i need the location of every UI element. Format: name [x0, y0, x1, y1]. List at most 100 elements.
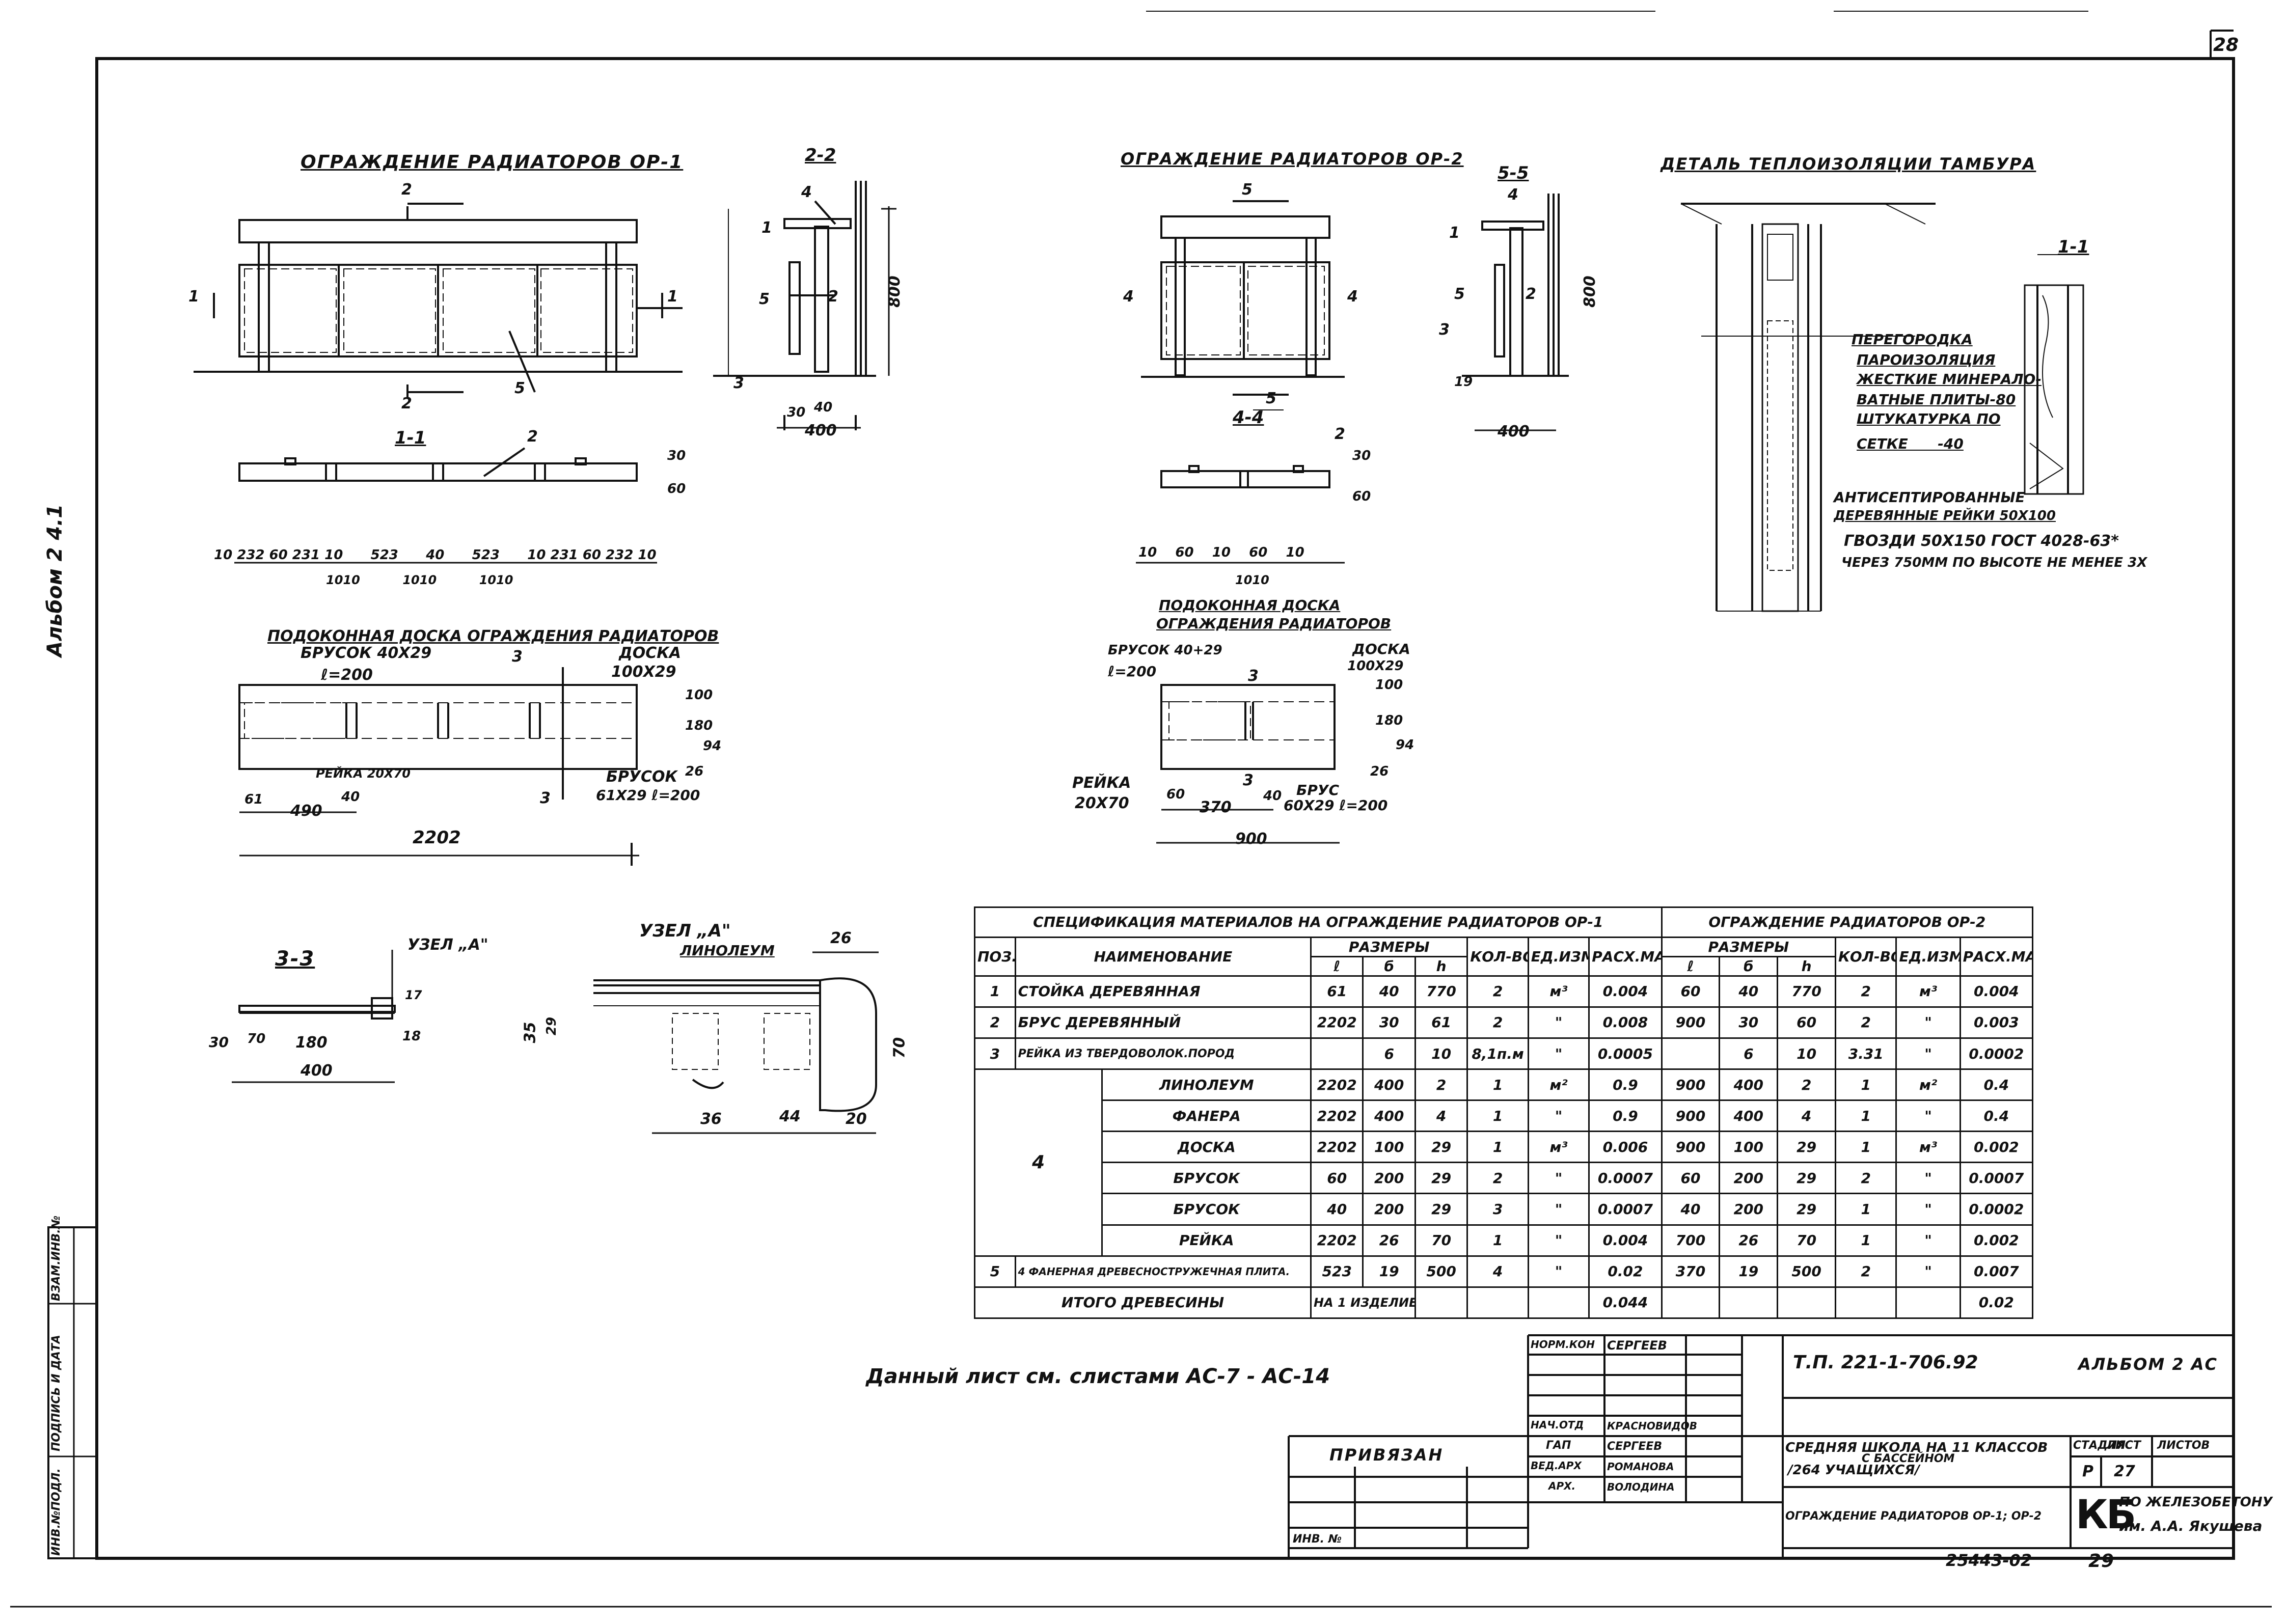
tambour-detail-title: ДЕТАЛЬ ТЕПЛОИЗОЛЯЦИИ ТАМБУРА: [1661, 154, 2036, 174]
section-2-2-label: 2-2: [805, 145, 836, 166]
node-a-title: УЗЕЛ „А": [639, 921, 731, 941]
mark-5-op2-top: 5: [1242, 181, 1253, 199]
g3-b-qty: 1: [1834, 1131, 1897, 1164]
row1-a-unit: м³: [1527, 975, 1590, 1008]
h-sizes-op2: РАЗМЕРЫ: [1661, 936, 1837, 957]
g4-b-qty: 2: [1834, 1162, 1897, 1195]
g3-a-unit: м³: [1527, 1131, 1590, 1164]
g3-a-cons: 0.006: [1588, 1131, 1663, 1164]
row5-b-h: 500: [1777, 1255, 1836, 1288]
nails-line-1: ГВОЗДИ 50Х150 ГОСТ 4028-63*: [1844, 532, 2119, 550]
row2-a-l: 2202: [1310, 1006, 1364, 1039]
dim-26-op1: 26: [685, 764, 704, 779]
section-1-1-label: 1-1: [395, 428, 426, 448]
dim-row-op1: 10 232 60 231 10 523 40 523 10 231 60 23…: [214, 547, 657, 563]
dim-19-op2: 19: [1454, 374, 1473, 390]
dim-40-op1: 40: [814, 400, 833, 415]
g4-a-unit: ": [1527, 1162, 1590, 1195]
dim-800-op1: 800: [885, 276, 904, 308]
dim-row-op2-sub: 1010: [1235, 573, 1269, 587]
section-4-4-label: 4-4: [1233, 407, 1264, 428]
dim-400-op1: 400: [805, 422, 837, 439]
mark-4-s22: 4: [801, 183, 812, 201]
g5-b-l: 40: [1661, 1193, 1721, 1226]
mark-2-s11: 2: [527, 428, 538, 446]
g2-b-l: 900: [1661, 1099, 1721, 1133]
g5-b-unit: ": [1895, 1193, 1961, 1226]
h-b-op2: б: [1719, 955, 1779, 977]
h-sheets: ЛИСТОВ: [2157, 1439, 2210, 1452]
mark-2-bottom: 2: [401, 395, 412, 412]
mark-3-sill-top: 3: [512, 648, 523, 666]
total-b: 0.02: [1959, 1286, 2034, 1319]
sheet-value: 27: [2114, 1463, 2135, 1480]
g2-b-unit: ": [1895, 1099, 1961, 1133]
row5-b-qty: 2: [1834, 1255, 1897, 1288]
g6-b-b: 26: [1719, 1224, 1779, 1257]
g2-a-b: 400: [1362, 1099, 1416, 1133]
album-label: АЛЬБОМ 2 АС: [2078, 1355, 2218, 1374]
total-per: НА 1 ИЗДЕЛИЕ: [1310, 1286, 1416, 1319]
empty-cell: [1527, 1286, 1590, 1319]
mark-3-s55: 3: [1439, 321, 1450, 339]
bottom-page: 29: [2088, 1551, 2114, 1572]
dim-row-op2: 10 60 10 60 10: [1138, 545, 1304, 560]
dim-70-s33: 70: [247, 1031, 266, 1047]
project-line-2: С БАССЕЙНОМ: [1862, 1452, 1955, 1465]
g6-a-unit: ": [1527, 1224, 1590, 1257]
g1-b-qty: 1: [1834, 1068, 1897, 1102]
role-gap: ГАП: [1546, 1439, 1571, 1452]
row2-b-l: 900: [1661, 1006, 1721, 1039]
reika-size-op2: 20Х70: [1075, 794, 1129, 812]
dim-94-op2: 94: [1396, 737, 1414, 753]
g1-b-b: 400: [1719, 1068, 1779, 1102]
dim-800-op2: 800: [1581, 276, 1599, 308]
row5-poz: 5: [974, 1255, 1016, 1288]
mark-5-s22: 5: [759, 290, 770, 308]
mark-2-s44: 2: [1335, 425, 1345, 443]
dim-17-s33: 17: [405, 988, 422, 1002]
role-norm: НОРМ.КОН: [1531, 1338, 1595, 1351]
h-l-op1: ℓ: [1310, 955, 1364, 977]
doska-size-op2: 100Х29: [1347, 658, 1404, 674]
g5-a-l: 40: [1310, 1193, 1364, 1226]
g2-a-l: 2202: [1310, 1099, 1364, 1133]
row5-name: ФАНЕРНАЯ ДРЕВЕСНОСТРУЖЕЧНАЯ ПЛИТА.: [1028, 1265, 1290, 1278]
brusok-40x29-op2: БРУСОК 40+29: [1108, 643, 1222, 658]
row3-b-h: 10: [1777, 1037, 1836, 1070]
partition-line-3: ЖЕСТКИЕ МИНЕРАЛО-: [1857, 371, 2042, 388]
dim-row-op1-sub: 1010 1010 1010: [326, 573, 513, 587]
name-volodina: ВОЛОДИНА: [1607, 1481, 1675, 1493]
g1-a-l: 2202: [1310, 1068, 1364, 1102]
g4-b-l: 60: [1661, 1162, 1721, 1195]
g5-b-h: 29: [1777, 1193, 1836, 1226]
inv-label: ИНВ. №: [1293, 1533, 1342, 1546]
g5-name: БРУСОК: [1101, 1193, 1312, 1226]
g6-b-h: 70: [1777, 1224, 1836, 1257]
spec-title-op2: ОГРАЖДЕНИЕ РАДИАТОРОВ ОР-2: [1661, 906, 2034, 938]
empty-cell: [1719, 1286, 1779, 1319]
doc-code: Т.П. 221-1-706.92: [1793, 1352, 1978, 1373]
org-line-1: ПО ЖЕЛЕЗОБЕТОНУ: [2119, 1495, 2273, 1510]
mark-2-top: 2: [401, 181, 412, 199]
mark-5-s55: 5: [1454, 285, 1465, 303]
empty-cell: [1834, 1286, 1897, 1319]
dim-100-op2: 100: [1375, 677, 1403, 693]
dim-490: 490: [290, 802, 322, 820]
brusok-61-op1: 61Х29 ℓ=200: [596, 787, 700, 804]
g6-b-cons: 0.002: [1959, 1224, 2034, 1257]
section-3-3: [232, 950, 396, 1083]
h-unit-op1: ЕД.ИЗМ.: [1527, 936, 1590, 977]
h-b-op1: б: [1362, 955, 1416, 977]
empty-cell: [1661, 1286, 1721, 1319]
privyazan-label: ПРИВЯЗАН: [1329, 1445, 1444, 1465]
row1-a-cons: 0.004: [1588, 975, 1663, 1008]
row3-name: РЕЙКА ИЗ ТВЕРДОВОЛОК.ПОРОД: [1014, 1037, 1312, 1070]
g6-name: РЕЙКА: [1101, 1224, 1312, 1257]
section-4-4-op2: [1136, 465, 1345, 564]
mark-4-op2-right: 4: [1347, 288, 1358, 306]
